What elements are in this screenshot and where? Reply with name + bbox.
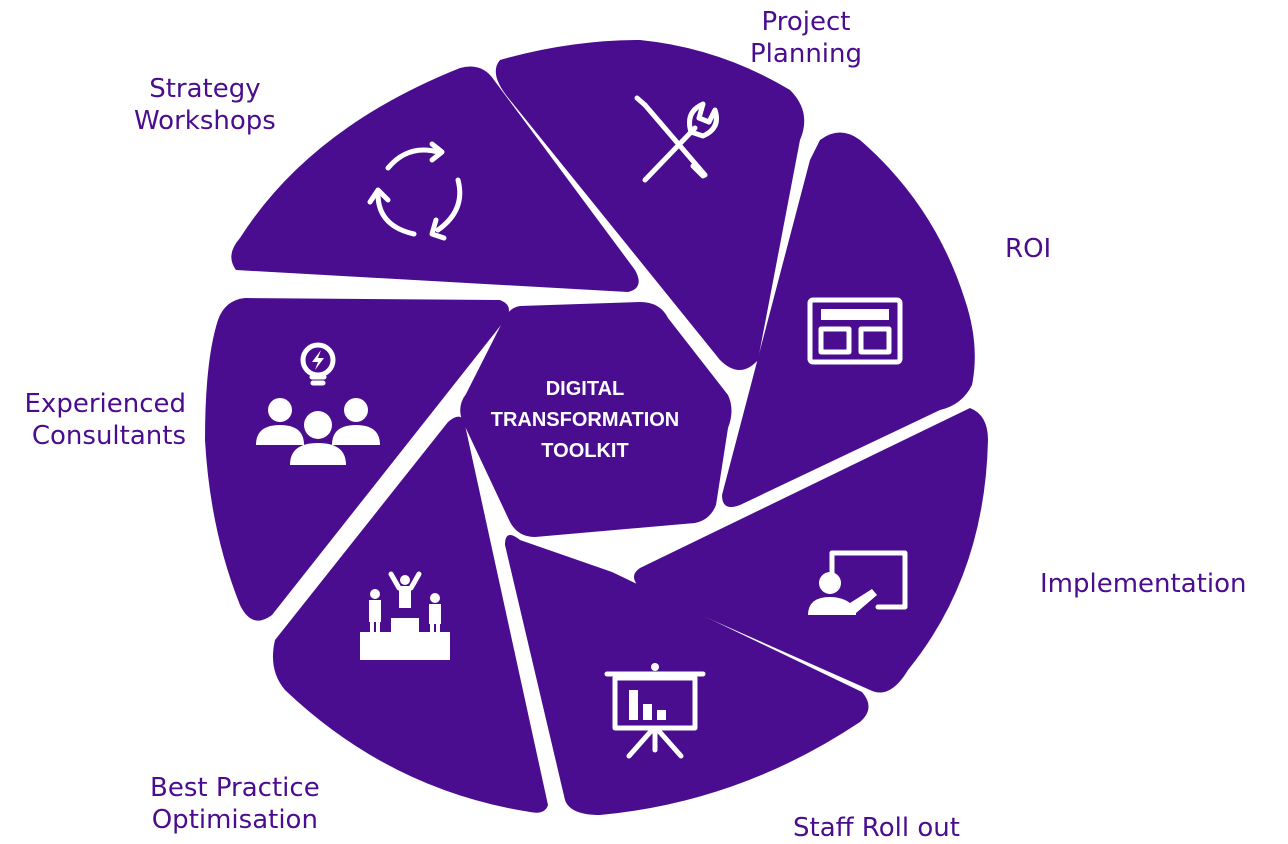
segment-project-planning: [495, 40, 805, 370]
label-staff-roll-out: Staff Roll out: [793, 812, 960, 844]
label-implementation-line1: Implementation: [1040, 569, 1247, 599]
label-strategy-workshops-line2: Workshops: [134, 106, 276, 136]
segment-experienced-consultants: [205, 298, 509, 621]
label-strategy-workshops: Strategy Workshops: [134, 73, 276, 137]
tools-icon: [634, 95, 719, 183]
label-best-practice: Best Practice Optimisation: [150, 772, 320, 836]
center-title-line2: TRANSFORMATION: [490, 409, 680, 431]
label-experienced-consultants-line2: Consultants: [31, 421, 186, 451]
label-roi-line1: ROI: [1005, 234, 1052, 264]
label-project-planning: Project Planning: [750, 6, 862, 70]
label-experienced-consultants: Experienced Consultants: [14, 388, 187, 452]
dashboard-icon: [807, 297, 903, 365]
label-experienced-consultants-line1: Experienced: [24, 389, 187, 419]
label-best-practice-line2: Optimisation: [151, 805, 318, 835]
refresh-icon: [367, 141, 463, 241]
segment-best-practice: [272, 416, 548, 813]
label-implementation: Implementation: [1040, 568, 1246, 600]
center-title-line1: DIGITAL: [545, 378, 625, 400]
segment-implementation: [634, 408, 988, 693]
label-best-practice-line1: Best Practice: [150, 773, 320, 803]
center-pentagon: [460, 302, 732, 537]
presenter-icon: [808, 550, 908, 615]
idea-team-icon: [256, 342, 380, 465]
segment-strategy-workshops: [231, 66, 639, 292]
label-project-planning-line1: Project: [761, 7, 851, 37]
label-roi: ROI: [1005, 233, 1051, 265]
chart-board-icon: [604, 663, 706, 759]
label-staff-roll-out-line1: Staff Roll out: [793, 813, 960, 843]
center-title-line3: TOOLKIT: [541, 440, 629, 462]
podium-icon: [360, 571, 450, 660]
label-project-planning-line2: Planning: [750, 39, 862, 69]
label-strategy-workshops-line1: Strategy: [149, 74, 261, 104]
center-title: DIGITAL TRANSFORMATION TOOLKIT: [470, 374, 700, 467]
